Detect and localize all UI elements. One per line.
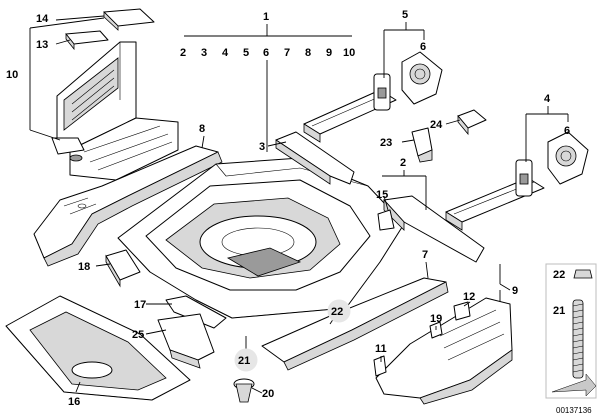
bracket-17-part	[165, 295, 227, 329]
callout-23: 23	[380, 137, 392, 149]
upper-crossmember-part	[303, 51, 443, 143]
callout-8: 8	[199, 123, 205, 135]
callout-1-sub-3: 3	[201, 47, 207, 59]
legend-arrow	[551, 373, 597, 397]
callout-24: 24	[430, 119, 443, 131]
callout-1-sub-8: 8	[305, 47, 311, 59]
callout-7: 7	[422, 249, 428, 261]
right-bracket-part	[377, 195, 485, 263]
fastener-12-part	[453, 301, 471, 321]
clip-24-part	[457, 109, 487, 136]
bracket-25-part	[157, 313, 215, 369]
floor-panel-part	[5, 295, 191, 401]
callout-21: 21	[238, 355, 250, 367]
callout-labels: 1 2 3 4 5 6 7 8 9 10 14 13 10 8 3 5 6 23…	[6, 9, 570, 408]
callout-17: 17	[134, 299, 146, 311]
callout-1-sub-6: 6	[263, 47, 269, 59]
callout-3: 3	[259, 141, 265, 153]
callout-1-sub-5: 5	[243, 47, 249, 59]
callout-1-sub-2: 2	[180, 47, 186, 59]
legend-callout-21: 21	[553, 305, 565, 317]
fastener-11-part	[373, 355, 387, 377]
callout-2: 2	[400, 157, 406, 169]
lead-lines	[29, 15, 569, 394]
legend-box: 22 21	[545, 263, 597, 399]
callout-14: 14	[36, 13, 49, 25]
callout-13: 13	[36, 39, 48, 51]
callout-6-lower: 6	[564, 125, 570, 137]
diagram-id: 00137136	[556, 406, 592, 415]
bracket-box-part	[51, 8, 179, 181]
legend-callout-22: 22	[553, 269, 565, 281]
lower-crossmember-part	[445, 131, 589, 231]
grommet-part	[233, 378, 255, 403]
callout-25: 25	[132, 329, 144, 341]
callout-16: 16	[68, 396, 80, 408]
callout-1-sub-7: 7	[284, 47, 290, 59]
bracket-3-part	[275, 131, 355, 185]
callout-18: 18	[78, 261, 90, 273]
callout-22: 22	[331, 306, 343, 318]
callout-15: 15	[376, 189, 388, 201]
callout-19: 19	[430, 313, 442, 325]
bracket-18-part	[105, 249, 141, 288]
callout-1-sub-9: 9	[326, 47, 332, 59]
callout-10: 10	[6, 69, 18, 81]
callout-11: 11	[375, 343, 387, 355]
spare-wheel-well-part	[117, 157, 405, 319]
callout-12: 12	[463, 291, 475, 303]
callout-20: 20	[262, 388, 274, 400]
legend-cap-22	[573, 269, 593, 279]
legend-strap-21	[572, 299, 584, 379]
callout-1: 1	[263, 11, 269, 23]
right-rail-part	[261, 277, 449, 371]
left-rail-part	[33, 145, 223, 267]
callout-1-sub-10: 10	[343, 47, 355, 59]
callout-4: 4	[544, 93, 551, 105]
callout-1-sub-4: 4	[222, 47, 229, 59]
clip-23-part	[411, 127, 433, 163]
callout-6-upper: 6	[420, 41, 426, 53]
side-panel-part	[375, 297, 513, 405]
callout-9: 9	[512, 285, 518, 297]
callout-5: 5	[402, 9, 408, 21]
